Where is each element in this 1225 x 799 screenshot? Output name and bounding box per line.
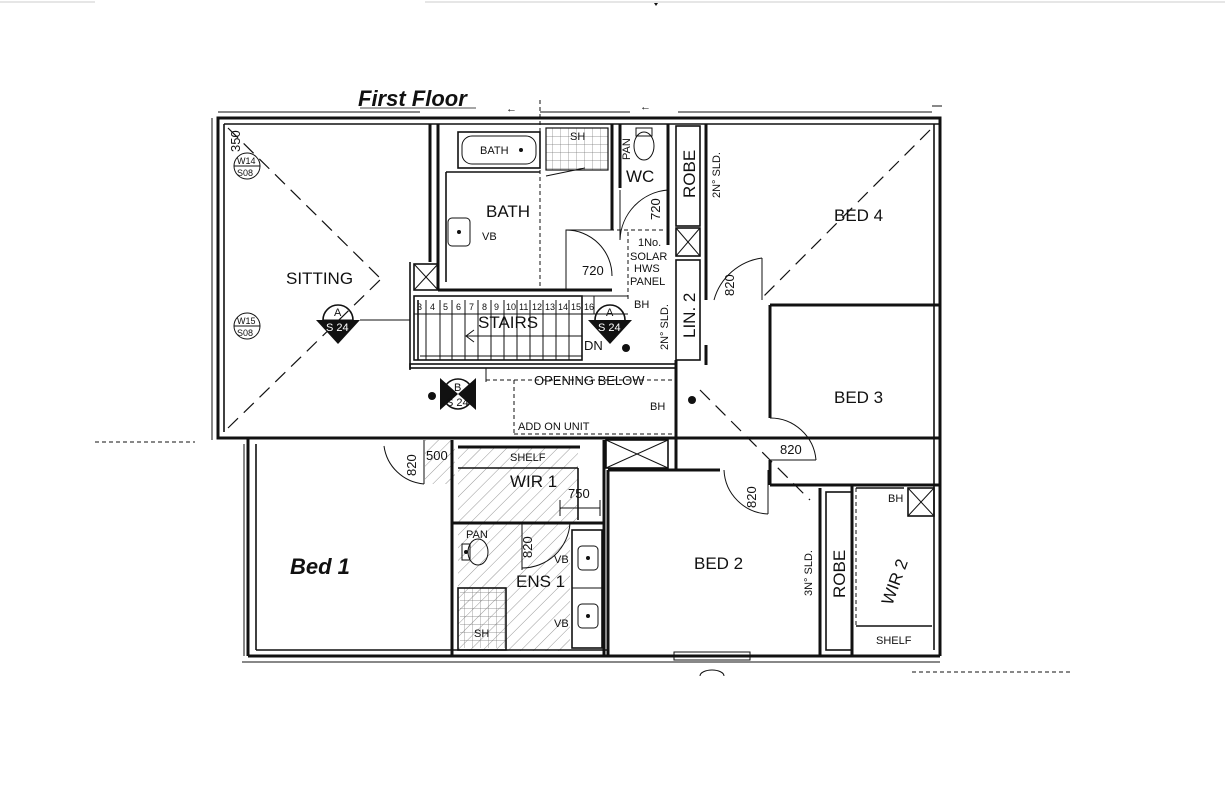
bath-shower-label: SH — [570, 131, 585, 143]
section-marker-a-left: A S 24 — [316, 304, 410, 344]
svg-text:16: 16 — [584, 302, 594, 312]
solar-label-1: 1No. — [638, 237, 661, 249]
section-marker-a-right: A S 24 — [588, 304, 632, 344]
window-tag-w14: W14 S08 — [233, 152, 261, 180]
dim-750: 750 — [568, 486, 590, 501]
dim-820-bed2: 820 — [744, 486, 759, 508]
wir1-hatch — [458, 447, 578, 523]
room-stairs: STAIRS — [478, 313, 538, 332]
room-wir-2: WIR 2 — [878, 556, 912, 607]
dim-720-wc: 720 — [648, 198, 663, 220]
svg-text:W15: W15 — [237, 316, 256, 326]
svg-text:7: 7 — [469, 302, 474, 312]
dim-720-bath: 720 — [582, 263, 604, 278]
room-lin-2: LIN. 2 — [680, 293, 699, 338]
room-bed-3: BED 3 — [834, 388, 883, 407]
dim-820-bed3: 820 — [780, 442, 802, 457]
room-bed-1: Bed 1 — [290, 554, 350, 579]
dim-820-ens: 820 — [520, 536, 535, 558]
add-on-unit-label: ADD ON UNIT — [518, 421, 590, 433]
room-robe-2: ROBE — [830, 550, 849, 598]
wir-1-shelf: SHELF — [510, 452, 546, 464]
svg-text:11: 11 — [519, 302, 528, 312]
north-arrow: ← — [506, 103, 517, 115]
svg-text:S 24: S 24 — [326, 322, 349, 334]
dim-820-bed4: 820 — [722, 274, 737, 296]
svg-text:14: 14 — [558, 302, 568, 312]
solar-label-3: HWS — [634, 263, 660, 275]
room-wc: WC — [626, 167, 654, 186]
svg-text:S08: S08 — [237, 168, 253, 178]
robe-2-sld: 3N° SLD. — [803, 550, 815, 596]
svg-text:W14: W14 — [237, 156, 256, 166]
ens-vb-2: VB — [554, 618, 569, 630]
room-ens-1: ENS 1 — [516, 572, 565, 591]
ens1-shower-grid — [460, 588, 505, 648]
plan-title: First Floor — [358, 86, 468, 111]
doors — [383, 189, 817, 570]
stair-numbers: 3 4 5 6 7 8 9 10 11 12 13 14 15 16 — [417, 302, 594, 312]
bath-vb: VB — [482, 231, 497, 243]
svg-text:A: A — [334, 307, 342, 319]
svg-text:S 24: S 24 — [598, 322, 621, 334]
svg-text:10: 10 — [506, 302, 516, 312]
stairs — [409, 295, 677, 382]
bath-shower — [545, 127, 609, 171]
svg-text:A: A — [606, 307, 614, 319]
wir-2-shelf: SHELF — [876, 635, 912, 647]
room-bed-4: BED 4 — [834, 206, 883, 225]
bh-label-1: BH — [634, 299, 649, 311]
section-marker-b: B S 24 — [440, 378, 476, 410]
svg-text:B: B — [454, 382, 461, 394]
opening-below-label: OPENING BELOW — [534, 373, 645, 388]
dim-820-bed1: 820 — [404, 454, 419, 476]
svg-text:15: 15 — [571, 302, 581, 312]
svg-text:6: 6 — [456, 302, 461, 312]
dim-350: 350 — [228, 130, 243, 152]
svg-text:3: 3 — [417, 302, 422, 312]
roof-lines — [227, 100, 931, 626]
solar-label-2: SOLAR — [630, 251, 667, 263]
room-wir-1: WIR 1 — [510, 472, 557, 491]
window-tag-w15: W15 S08 — [233, 312, 261, 340]
svg-text:9: 9 — [494, 302, 499, 312]
north-arrow-2: ← — [640, 101, 651, 113]
stairs-dn: DN — [584, 338, 603, 353]
svg-text:S 24: S 24 — [446, 397, 469, 409]
wc-pan-label: PAN — [621, 138, 633, 160]
svg-text:8: 8 — [482, 302, 487, 312]
svg-text:13: 13 — [545, 302, 555, 312]
bh-label-3: BH — [888, 493, 903, 505]
interior-walls — [409, 124, 940, 656]
bath-tub-label: BATH — [480, 145, 509, 157]
svg-text:4: 4 — [430, 302, 435, 312]
entry-hatch — [425, 440, 455, 484]
room-robe-1: ROBE — [680, 150, 699, 198]
room-sitting: SITTING — [286, 269, 353, 288]
svg-text:S08: S08 — [237, 328, 253, 338]
room-bed-2: BED 2 — [694, 554, 743, 573]
bh-label-2: BH — [650, 401, 665, 413]
ens-sh: SH — [474, 628, 489, 640]
dim-500: 500 — [426, 448, 448, 463]
robe-1-sld: 2N° SLD. — [711, 152, 723, 198]
lin-2-sld: 2N° SLD. — [659, 304, 671, 350]
solar-label-4: PANEL — [630, 276, 665, 288]
room-bath: BATH — [486, 202, 530, 221]
ens-pan: PAN — [466, 529, 488, 541]
ens-vb-1: VB — [554, 554, 569, 566]
svg-text:12: 12 — [532, 302, 542, 312]
svg-text:5: 5 — [443, 302, 448, 312]
